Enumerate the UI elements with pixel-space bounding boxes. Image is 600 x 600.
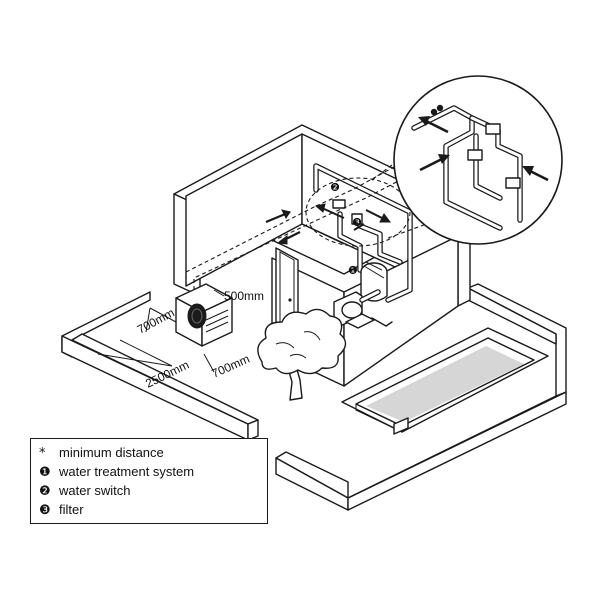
legend: * minimum distance ❶ water treatment syste… [30, 438, 268, 524]
tree [257, 308, 347, 401]
dim-700mm-right: 700mm [210, 352, 252, 381]
heat-pump-unit [175, 283, 233, 347]
dim-700mm-left: 700mm [135, 306, 177, 337]
legend-symbol: ❶ [39, 465, 51, 480]
marker-water-switch: ❷ [330, 181, 340, 194]
legend-item-water-treatment: ❶ water treatment system [39, 464, 194, 480]
flow-arrows [265, 203, 391, 245]
pipework [313, 163, 413, 303]
legend-label: water treatment system [59, 464, 195, 479]
pump-house [173, 124, 471, 387]
legend-item-filter: ❸ filter [39, 502, 84, 518]
pump [333, 289, 393, 329]
legend-symbol: * [39, 446, 46, 461]
detail-callout [393, 75, 563, 245]
marker-water-treatment: ❶ [348, 264, 358, 277]
legend-label: water switch [59, 483, 131, 498]
legend-label: minimum distance [59, 445, 164, 460]
zoom-connector [305, 155, 433, 247]
dim-500mm: 500mm [224, 289, 264, 303]
marker-filter: ❸ [352, 216, 362, 229]
courtyard-wall [61, 283, 567, 511]
component-markers: ❷ ❸ ❶ [330, 181, 362, 277]
legend-item-water-switch: ❷ water switch [39, 483, 131, 499]
legend-item-minimum-distance: * minimum distance [39, 445, 164, 461]
legend-symbol: ❷ [39, 484, 51, 499]
legend-symbol: ❸ [39, 503, 51, 518]
swimming-pool [341, 327, 549, 435]
legend-label: filter [59, 502, 84, 517]
